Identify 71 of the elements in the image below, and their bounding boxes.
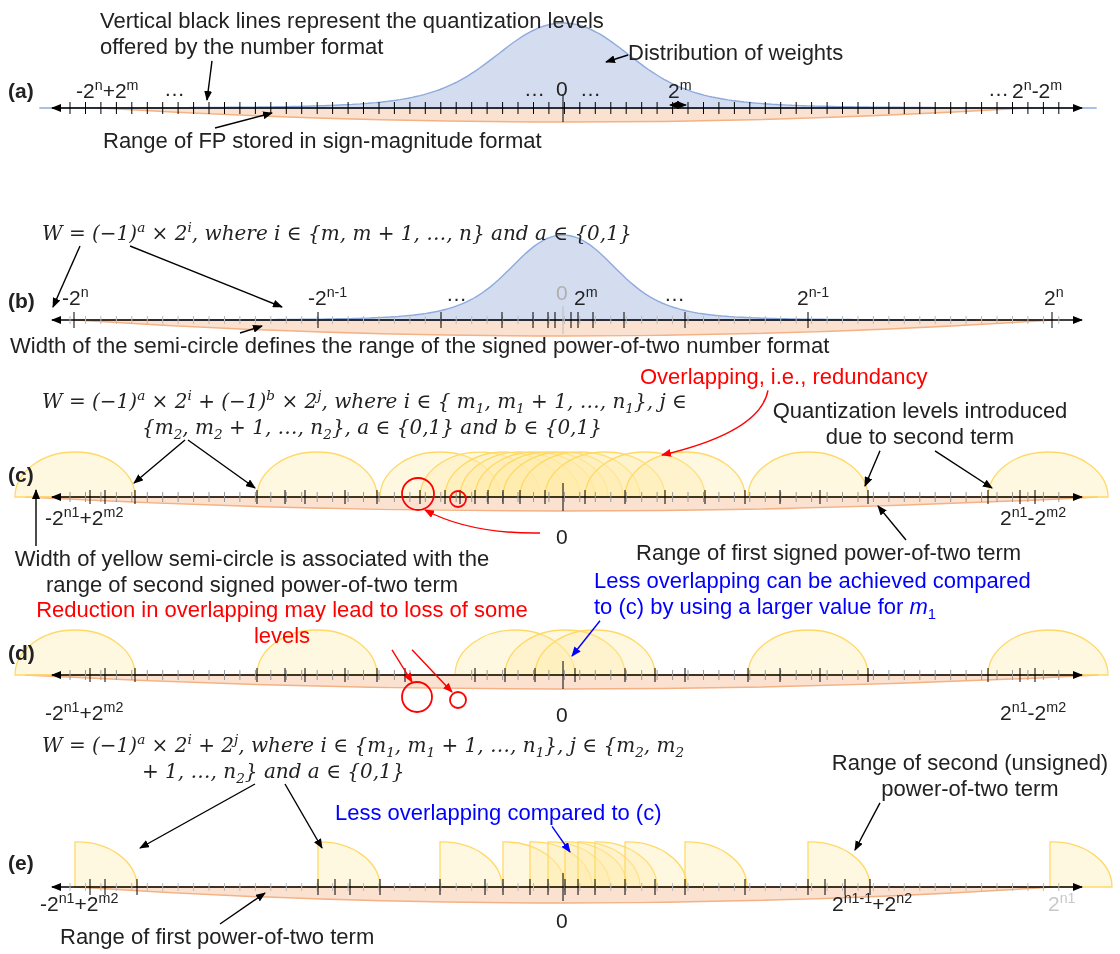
leader-arrow	[129, 245, 283, 308]
annotation-text: Range of first power-of-two term	[60, 924, 375, 951]
annotation-text: Less overlapping compared to (c)	[335, 800, 662, 827]
leader-arrow	[854, 802, 881, 851]
quarter-circle-arcs	[74, 841, 1113, 888]
leader-arrow	[391, 649, 413, 683]
annotation-text: Width of the semi-circle defines the range of the signed power-of-two number format	[10, 333, 830, 360]
tick-label: 2$^{n}$-2$^{m}$	[1012, 78, 1063, 104]
tick-label: -2$^{n-1}$	[308, 285, 348, 311]
panel-label: (e)	[8, 850, 34, 876]
tick-label: -2$^{n1}$+2$^{m2}$	[40, 891, 119, 917]
leader-arrow	[864, 450, 881, 487]
formula-text: W = (−1)$^{a}$ × 2$^{i}$ + 2$^{j}$, where i ∈ {m$_{1}$, m$_{1}$ + 1, …, n$_{1}$}, j ∈ {m$_{2}$, m$_{2}$ + 1, …, n$_{2}$} and a ∈ {0,1}	[42, 732, 702, 784]
tick-label: 0	[556, 524, 568, 550]
formula-text: W = (−1)$^{a}$ × 2$^{i}$ + (−1)$^{b}$ × 2$^{j}$, where i ∈ { m$_{1}$, m$_{1}$ + 1, …, n$_{1}$}, j ∈ {m$_{2}$, m$_{2}$ + 1, …, n$_{2}$}, a ∈ {0,1} and b ∈ {0,1}	[42, 388, 722, 440]
annotation-text: Width of yellow semi-circle is associated with the range of second signed power-of-two term	[12, 546, 492, 599]
annotation-text: Overlapping, i.e., redundancy	[640, 364, 928, 391]
number-line-drawing	[51, 305, 1083, 335]
leader-arrow	[284, 783, 323, 849]
tick-label: …	[580, 76, 601, 102]
tick-label: …	[164, 76, 185, 102]
leader-arrow	[411, 649, 453, 693]
annotation-text: Range of second (unsigned) power-of-two term	[830, 750, 1110, 803]
panel-label: (a)	[8, 78, 34, 104]
leader-arrow	[214, 111, 273, 129]
tick-label: -2$^{n1}$+2$^{m2}$	[45, 700, 124, 726]
highlight-circle	[401, 477, 435, 511]
tick-label: -2$^{n}$+2$^{m}$	[76, 78, 139, 104]
leader-arrow	[605, 54, 629, 64]
leader-arrow	[239, 324, 263, 334]
leader-arrow	[187, 439, 256, 489]
tick-label: 0	[556, 908, 568, 934]
formula-text: W = (−1)$^{a}$ × 2$^{i}$, where i ∈ {m, m + 1, …, n} and a ∈ {0,1}	[42, 220, 632, 246]
tick-label: 2$^{n1}$-2$^{m2}$	[1000, 700, 1067, 726]
panel-label: (b)	[8, 288, 35, 314]
annotation-text: Less overlapping can be achieved compared to (c) by using a larger value for m$_{1}$	[594, 568, 1034, 621]
leader-arrow	[934, 450, 993, 489]
tick-label: 0	[556, 76, 568, 102]
tick-label: 2$^{m}$	[574, 285, 598, 311]
annotation-text: Range of FP stored in sign-magnitude format	[103, 128, 623, 155]
leader-arrow	[133, 439, 186, 484]
panel-label: (c)	[8, 462, 34, 488]
annotation-text: Distribution of weights	[628, 40, 844, 67]
tick-label: 0	[556, 702, 568, 728]
leader-arrow	[877, 505, 907, 541]
leader-arrow	[551, 825, 571, 853]
tick-label: 2$^{m}$	[668, 78, 692, 104]
tick-label: -2$^{n}$	[62, 285, 89, 311]
tick-label: 2$^{n1}$-2$^{m2}$	[1000, 505, 1067, 531]
leader-arrow	[139, 783, 256, 849]
tick-label: -2$^{n1}$+2$^{m2}$	[45, 505, 124, 531]
leader-arrow	[661, 389, 769, 457]
tick-label: 2$^{n-1}$	[797, 285, 830, 311]
annotation-text: Quantization levels introduced due to second term	[760, 398, 1080, 451]
tick-label: 2$^{n}$	[1044, 285, 1064, 311]
panel-label: (d)	[8, 640, 35, 666]
tick-label: …	[524, 76, 545, 102]
leader-arrow	[219, 892, 266, 925]
tick-label: …	[446, 281, 467, 307]
tick-label: …	[988, 76, 1009, 102]
annotation-text: Vertical black lines represent the quantization levels offered by the number format	[100, 8, 620, 61]
leader-arrow	[204, 60, 213, 101]
tick-label: …	[664, 281, 685, 307]
annotation-text: Range of first signed power-of-two term	[636, 540, 1022, 567]
highlight-circle	[449, 691, 467, 709]
tick-label: 0	[556, 280, 568, 306]
highlight-circle	[401, 681, 433, 713]
number-line-drawing	[51, 660, 1083, 690]
leader-arrow	[52, 245, 81, 308]
leader-arrow	[32, 489, 40, 547]
leader-arrow	[424, 509, 541, 534]
